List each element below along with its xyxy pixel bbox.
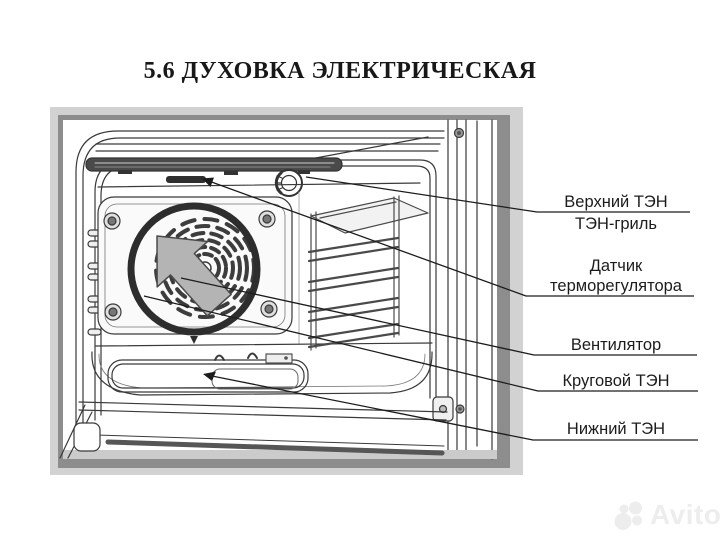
leader-sensor xyxy=(205,179,694,297)
leader-bottom-heater xyxy=(206,374,698,441)
leader-ring-heater xyxy=(143,295,698,392)
right-side-panel xyxy=(432,119,493,460)
leader-fan xyxy=(180,277,697,356)
label-sensor-line2: терморегулятора xyxy=(550,277,682,295)
top-heating-element xyxy=(85,157,343,175)
right-rack-guides xyxy=(307,195,429,351)
leader-sensor-arrowhead xyxy=(202,177,214,187)
leader-top-heater xyxy=(305,176,690,213)
lower-front-trim xyxy=(59,401,497,459)
bottom-heating-element xyxy=(91,351,433,396)
label-ring-heater: Круговой ТЭН xyxy=(562,372,670,390)
leader-lines xyxy=(143,176,698,441)
label-fan: Вентилятор xyxy=(570,336,662,354)
avito-watermark-text: Avito xyxy=(650,499,720,530)
page-title: 5.6 ДУХОВКА ЭЛЕКТРИЧЕСКАЯ xyxy=(143,58,537,84)
thermostat-sensor xyxy=(166,176,206,183)
avito-watermark: Avito xyxy=(611,497,720,533)
rotation-arrow xyxy=(156,235,232,317)
label-sensor-line1: Датчик xyxy=(589,257,643,275)
panel-screws xyxy=(103,210,278,321)
label-bottom-heater: Нижний ТЭН xyxy=(566,420,666,438)
ring-heating-element xyxy=(127,202,261,344)
ring-part xyxy=(274,169,303,197)
avito-logo-icon xyxy=(614,501,642,530)
cavity-walls xyxy=(95,182,433,347)
label-top-heater: Верхний ТЭН xyxy=(564,193,668,211)
label-grill-heater: ТЭН-гриль xyxy=(575,215,657,233)
leader-bottom-arrowhead xyxy=(203,371,216,381)
